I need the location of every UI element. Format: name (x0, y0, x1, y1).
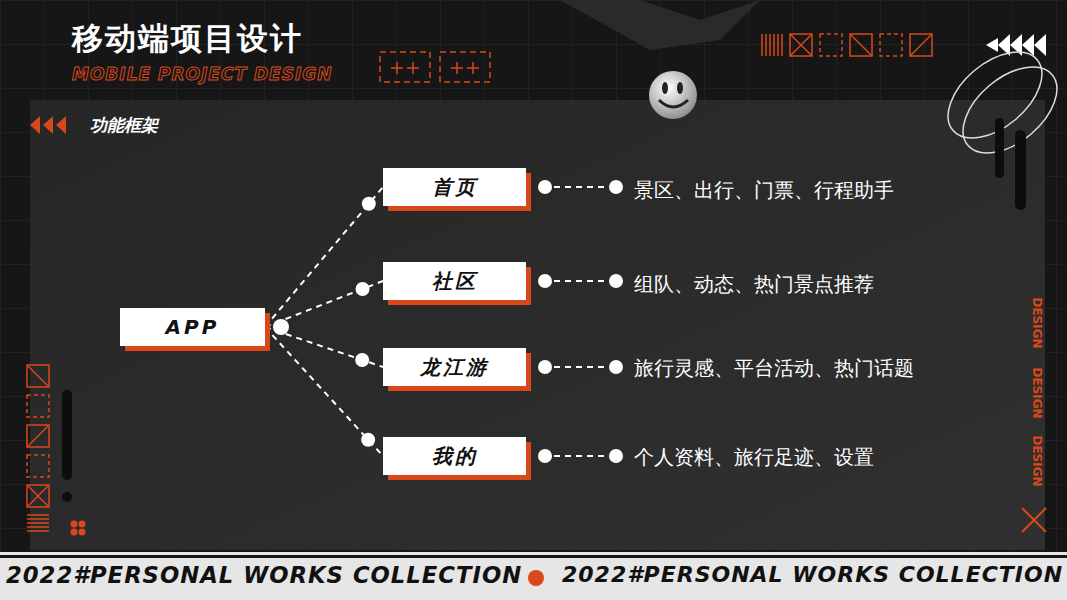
hub-dot (273, 319, 289, 335)
footer-band-text: 2022#PERSONAL WORKS COLLECTION (6, 562, 522, 588)
leader-dot (609, 180, 623, 194)
feature-list: 个人资料、旅行足迹、设置 (634, 444, 874, 471)
end-dot (361, 433, 375, 447)
box-label: APP (166, 315, 220, 339)
leader-dot (538, 449, 552, 463)
leader-dot (538, 360, 552, 374)
box-label: 我的 (432, 443, 478, 470)
box-label: 社区 (432, 268, 478, 295)
dashed-line (265, 327, 383, 456)
box-label: 龙江游 (420, 354, 489, 381)
feature-list: 组队、动态、热门景点推荐 (634, 271, 874, 298)
module-box: 社区 (383, 262, 526, 300)
box-label: 首页 (432, 174, 478, 201)
side-watermark: DESIGN (1030, 297, 1044, 348)
feature-list: 旅行灵感、平台活动、热门话题 (634, 355, 914, 382)
leader-dot (609, 449, 623, 463)
leader-line (554, 280, 607, 282)
leader-dot (609, 360, 623, 374)
slide-subtitle: MOBILE PROJECT DESIGN (72, 64, 332, 84)
section-heading: 功能框架 (90, 114, 158, 137)
leader-line (554, 455, 607, 457)
branch-connector (265, 187, 383, 327)
slide-title: 移动端项目设计 (72, 18, 303, 60)
module-box: 龙江游 (383, 348, 526, 386)
end-dot (362, 197, 376, 211)
side-watermark: DESIGN (1030, 435, 1044, 486)
leader-dot (609, 274, 623, 288)
root-box: APP (120, 308, 265, 346)
module-box: 首页 (383, 168, 526, 206)
end-dot (356, 282, 370, 296)
leader-line (554, 366, 607, 368)
footer-band-text: 2022#PERSONAL WORKS COLLECTION (562, 562, 1063, 587)
end-dot (355, 353, 369, 367)
branch-connector (265, 327, 383, 456)
module-box: 我的 (383, 437, 526, 475)
dashed-line (265, 187, 383, 327)
leader-line (554, 186, 607, 188)
leader-dot (538, 180, 552, 194)
leader-dot (538, 274, 552, 288)
feature-list: 景区、出行、门票、行程助手 (634, 177, 894, 204)
side-watermark: DESIGN (1030, 367, 1044, 418)
